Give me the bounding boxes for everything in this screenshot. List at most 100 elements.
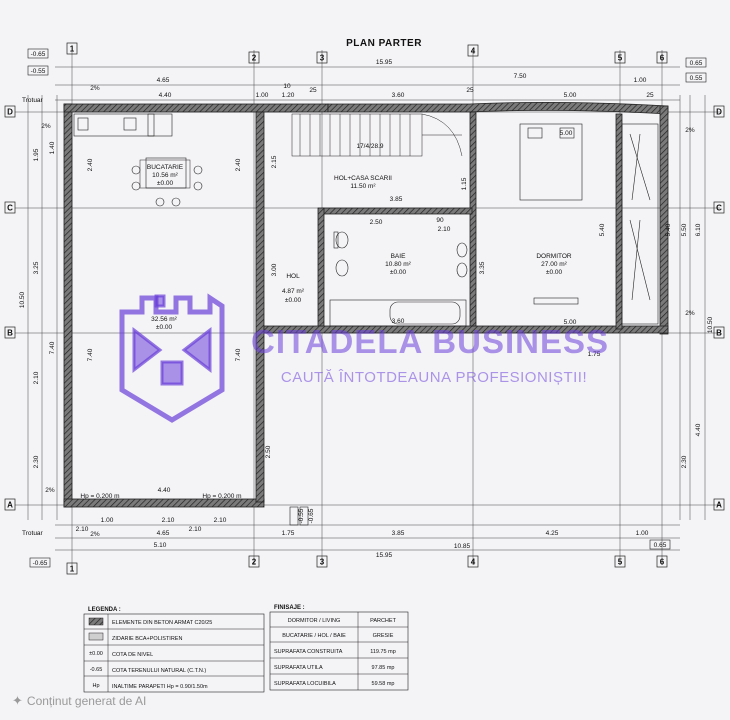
svg-text:DORMITOR: DORMITOR [536, 253, 572, 260]
svg-text:119.75 mp: 119.75 mp [370, 649, 396, 655]
citadela-logo-icon [119, 293, 225, 423]
bathroom-fixtures [329, 231, 468, 327]
svg-text:5: 5 [618, 54, 623, 63]
svg-text:2.15: 2.15 [271, 155, 278, 168]
svg-text:2.50: 2.50 [370, 219, 383, 226]
svg-text:5.40: 5.40 [665, 223, 672, 236]
svg-text:97.85 mp: 97.85 mp [372, 665, 395, 671]
svg-text:4: 4 [471, 558, 476, 567]
svg-text:D: D [7, 108, 13, 117]
svg-text:B: B [716, 329, 722, 338]
svg-text:-0.55: -0.55 [31, 68, 46, 75]
svg-text:Hp: Hp [92, 683, 99, 689]
svg-text:Trotuar: Trotuar [22, 530, 44, 537]
axis-markers-left: D C B A [4, 105, 16, 511]
svg-text:7.40: 7.40 [87, 348, 94, 361]
svg-text:4.25: 4.25 [546, 530, 559, 537]
room-bedroom: DORMITOR 27.00 m² ±0.00 [536, 253, 572, 276]
svg-text:2%: 2% [685, 127, 695, 134]
svg-text:Hp = 0.200 m: Hp = 0.200 m [202, 493, 241, 500]
svg-text:BUCATARIE / HOL / BAIE: BUCATARIE / HOL / BAIE [282, 633, 346, 639]
svg-text:COTA TERENULUI NATURAL (C.T.N.: COTA TERENULUI NATURAL (C.T.N.) [112, 668, 206, 674]
svg-text:-0.55: -0.55 [298, 508, 305, 523]
svg-text:3.35: 3.35 [479, 261, 486, 274]
svg-text:6: 6 [660, 54, 665, 63]
svg-text:A: A [7, 501, 13, 510]
svg-text:6.10: 6.10 [695, 223, 702, 236]
svg-text:0.65: 0.65 [690, 60, 703, 67]
dimensions-top: 15.95 4.65 7.50 1.00 4.40 1.00 1.20 25 3… [22, 59, 654, 104]
svg-text:2%: 2% [41, 123, 51, 130]
svg-text:5.40: 5.40 [599, 223, 606, 236]
svg-text:2.40: 2.40 [235, 158, 242, 171]
svg-text:±0.00: ±0.00 [285, 297, 302, 304]
svg-text:5.50: 5.50 [681, 223, 688, 236]
svg-text:1.75: 1.75 [588, 351, 601, 358]
svg-text:10: 10 [283, 83, 291, 90]
room-kitchen: BUCATARIE 10.56 m² ±0.00 [139, 159, 191, 189]
svg-text:0.55: 0.55 [690, 75, 703, 82]
svg-text:5.00: 5.00 [560, 130, 573, 137]
svg-text:±0.00: ±0.00 [390, 269, 407, 276]
svg-text:4.65: 4.65 [157, 530, 170, 537]
svg-text:±0.00: ±0.00 [546, 269, 563, 276]
sparkle-icon: ✦ [12, 693, 23, 708]
svg-text:2%: 2% [90, 531, 100, 538]
svg-text:2.50: 2.50 [265, 445, 272, 458]
svg-text:3.00: 3.00 [271, 263, 278, 276]
svg-text:D: D [716, 108, 722, 117]
finishes-table: FINISAJE : DORMITOR / LIVING PARCHET BUC… [269, 605, 409, 691]
svg-text:A: A [716, 501, 722, 510]
svg-text:1.00: 1.00 [101, 517, 114, 524]
svg-text:-0.65: -0.65 [308, 508, 315, 523]
svg-text:11.50 m²: 11.50 m² [350, 183, 376, 190]
room-hall: HOL 4.87 m² ±0.00 [282, 273, 305, 304]
stairs-label: 17/4/28.9 [356, 143, 383, 150]
svg-text:6: 6 [660, 558, 665, 567]
svg-text:1.20: 1.20 [282, 92, 295, 99]
svg-text:HOL: HOL [286, 273, 300, 280]
svg-text:Hp = 0.200 m: Hp = 0.200 m [80, 493, 119, 500]
svg-text:7.50: 7.50 [514, 73, 527, 80]
svg-text:4.40: 4.40 [695, 423, 702, 436]
svg-text:2.10: 2.10 [76, 526, 89, 533]
svg-text:-0.65: -0.65 [31, 51, 46, 58]
svg-text:5: 5 [618, 558, 623, 567]
svg-text:2%: 2% [685, 310, 695, 317]
svg-text:1.40: 1.40 [49, 141, 56, 154]
svg-text:BUCATARIE: BUCATARIE [147, 164, 184, 171]
watermark-brand: CITADELA BUSINESS [251, 323, 609, 360]
svg-text:4.87 m²: 4.87 m² [282, 288, 305, 295]
svg-text:SUPRAFATA CONSTRUITA: SUPRAFATA CONSTRUITA [274, 649, 343, 655]
svg-text:2.10: 2.10 [189, 526, 202, 533]
axis-markers-top: 1 2 3 4 5 6 [66, 42, 668, 64]
legend: LEGENDA : ±0.00 -0.65 Hp ELEMENTE DIN BE… [83, 607, 265, 693]
svg-text:SUPRAFATA LOCUIBILA: SUPRAFATA LOCUIBILA [274, 681, 336, 687]
room-hall-stairs: HOL+CASA SCARII 11.50 m² [334, 175, 392, 190]
svg-text:10.50: 10.50 [19, 291, 26, 308]
svg-text:1.00: 1.00 [634, 77, 647, 84]
svg-text:10.80 m²: 10.80 m² [385, 261, 411, 268]
svg-text:COTA DE NIVEL: COTA DE NIVEL [112, 652, 153, 658]
svg-text:4: 4 [471, 47, 476, 56]
svg-text:2.40: 2.40 [87, 158, 94, 171]
svg-text:SUPRAFATA UTILA: SUPRAFATA UTILA [274, 665, 323, 671]
svg-text:2.10: 2.10 [438, 226, 451, 233]
svg-text:10.50: 10.50 [707, 316, 714, 333]
dimensions-interior: 2.15 3.00 2.50 3.85 2.50 90 2.10 3.60 1.… [45, 127, 695, 500]
ai-note-text: Conținut generat de AI [26, 694, 147, 708]
axis-markers-bottom: 1 2 3 4 5 6 [66, 555, 668, 575]
svg-text:±0.00: ±0.00 [89, 651, 103, 657]
plan-title: PLAN PARTER [346, 38, 422, 49]
dimensions-left: 10.50 1.95 3.25 2.10 2.30 1.40 7.40 2.40… [19, 123, 242, 468]
svg-text:3.85: 3.85 [390, 196, 403, 203]
svg-text:1: 1 [70, 565, 75, 574]
svg-text:10.56 m²: 10.56 m² [152, 172, 178, 179]
svg-text:C: C [716, 204, 722, 213]
room-living: 32.56 m² ±0.00 [151, 316, 177, 331]
svg-text:-0.65: -0.65 [90, 667, 103, 673]
svg-text:1.00: 1.00 [256, 92, 269, 99]
svg-text:25: 25 [646, 92, 654, 99]
svg-text:DORMITOR / LIVING: DORMITOR / LIVING [288, 618, 340, 624]
svg-text:ZIDARIE BCA+POLISTIREN: ZIDARIE BCA+POLISTIREN [112, 636, 182, 642]
